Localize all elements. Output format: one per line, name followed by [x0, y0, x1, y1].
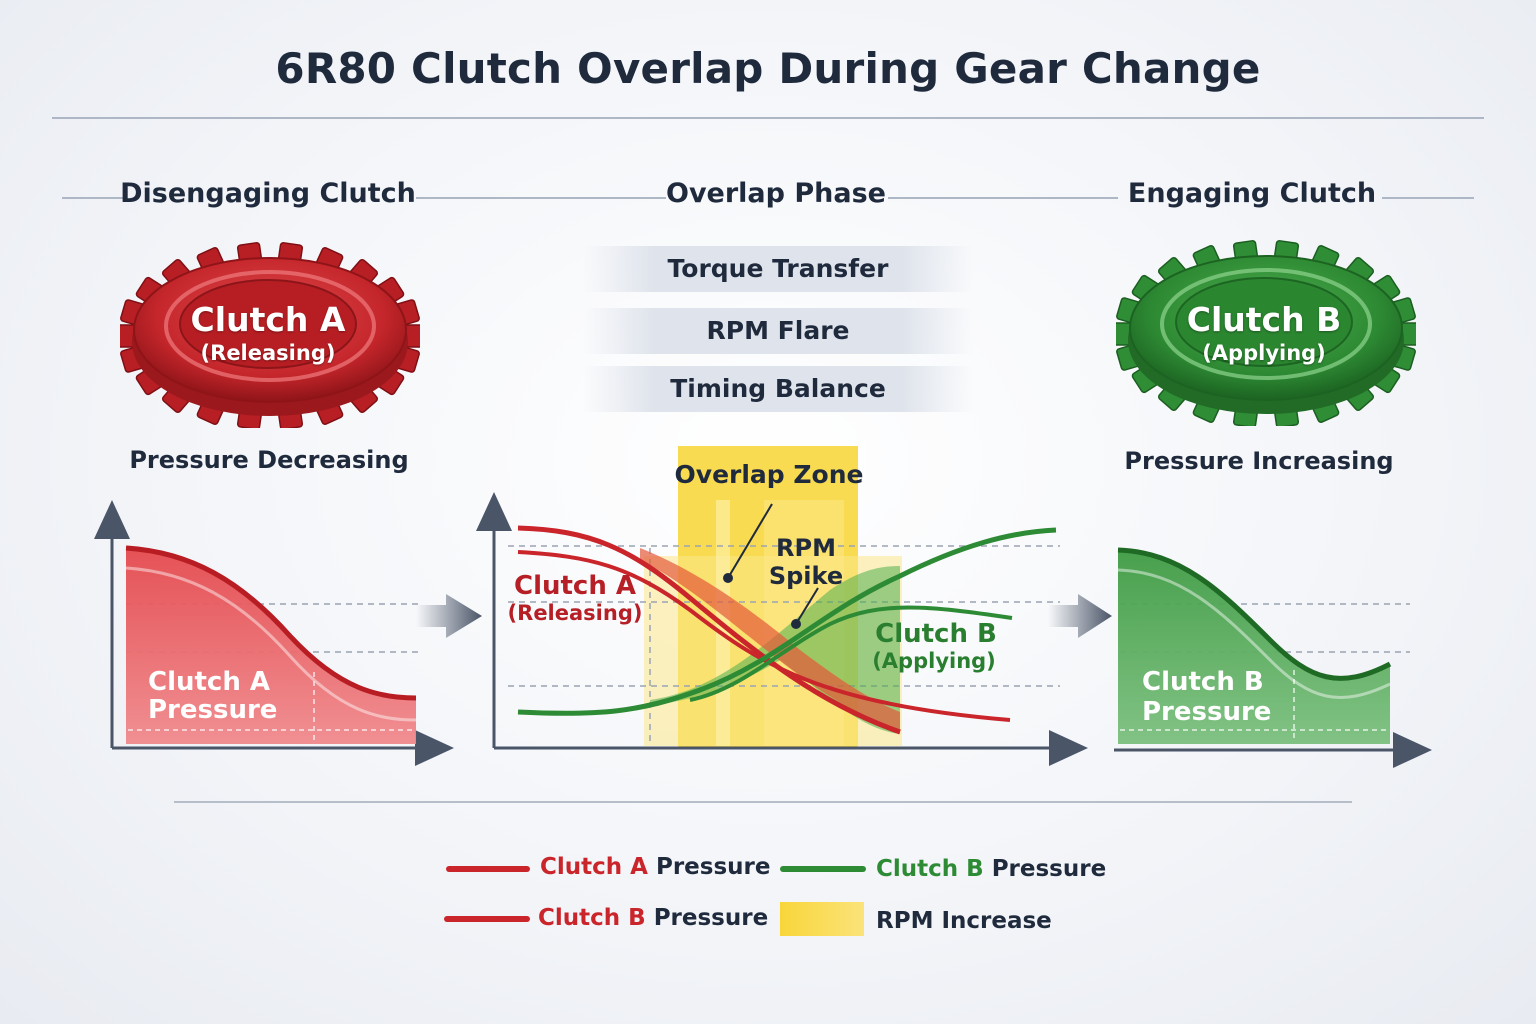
legend-swatch-red	[444, 916, 530, 922]
legend-item-color-word: Clutch A	[540, 854, 648, 880]
section-rule	[62, 197, 124, 199]
clutch-a-caption: Pressure Decreasing	[129, 446, 409, 474]
legend: Clutch A Pressure Clutch B Pressure Clut…	[444, 852, 1144, 952]
right-graph-label-line2: Pressure	[1142, 697, 1271, 727]
phase-torque-transfer: Torque Transfer	[583, 246, 973, 292]
legend-swatch-green	[780, 866, 866, 872]
center-clutch-b-state: (Applying)	[872, 649, 996, 673]
clutch-a-disc-icon	[120, 242, 420, 428]
legend-item-rest: Pressure	[983, 856, 1107, 882]
legend-item-clutch-a: Clutch A Pressure	[540, 854, 770, 880]
center-overlap-graph: Overlap Zone RPM Spike Clutch A (Releasi…	[476, 446, 1088, 766]
left-pressure-graph: Clutch A Pressure	[94, 500, 454, 766]
legend-item-rpm-increase: RPM Increase	[876, 908, 1052, 934]
legend-item-clutch-b: Clutch B Pressure	[876, 856, 1106, 882]
rpm-spike-label-line1: RPM	[776, 534, 836, 562]
left-graph-label-line2: Pressure	[148, 695, 277, 725]
flow-arrow-icon	[1048, 594, 1112, 638]
section-disengaging-heading: Disengaging Clutch	[120, 178, 416, 209]
center-clutch-a-label: Clutch A	[514, 571, 636, 601]
legend-swatch-yellow	[780, 902, 864, 936]
legend-item-color-word: Clutch B	[876, 856, 984, 882]
clutch-b-caption: Pressure Increasing	[1124, 447, 1394, 475]
legend-item-rest: Pressure	[645, 905, 769, 931]
title-divider	[52, 117, 1484, 119]
center-clutch-b-label: Clutch B	[875, 619, 997, 649]
phase-timing-balance: Timing Balance	[583, 366, 973, 412]
phase-rpm-flare: RPM Flare	[583, 308, 973, 354]
clutch-b-disc-label: Clutch B (Applying)	[1164, 300, 1364, 365]
section-rule	[1382, 197, 1474, 199]
clutch-b-state: (Applying)	[1202, 341, 1326, 365]
section-rule	[888, 197, 1118, 199]
left-graph-label-line1: Clutch A	[148, 667, 270, 697]
section-overlap-heading: Overlap Phase	[666, 178, 886, 209]
center-clutch-a-state: (Releasing)	[508, 601, 643, 625]
section-engaging-heading: Engaging Clutch	[1127, 178, 1377, 209]
right-pressure-graph: Clutch B Pressure	[1114, 547, 1432, 768]
flow-arrow-icon	[416, 594, 482, 638]
legend-item-rest: RPM Increase	[876, 908, 1052, 934]
clutch-a-name: Clutch A	[190, 300, 346, 339]
clutch-a-disc-label: Clutch A (Releasing)	[168, 300, 368, 365]
clutch-b-name: Clutch B	[1186, 300, 1342, 339]
legend-swatch-red	[446, 866, 530, 872]
page-title: 6R80 Clutch Overlap During Gear Change	[275, 44, 1261, 93]
rpm-spike-label-line2: Spike	[769, 562, 843, 590]
overlap-zone-label: Overlap Zone	[675, 460, 864, 489]
right-graph-label-line1: Clutch B	[1142, 667, 1264, 697]
clutch-b-disc-icon	[1116, 240, 1416, 426]
legend-divider	[174, 801, 1352, 803]
legend-item-rest: Pressure	[647, 854, 771, 880]
legend-item-color-word: Clutch B	[538, 905, 646, 931]
legend-item-clutch-b-alt: Clutch B Pressure	[538, 905, 768, 931]
clutch-a-state: (Releasing)	[200, 341, 336, 365]
section-rule	[416, 197, 666, 199]
